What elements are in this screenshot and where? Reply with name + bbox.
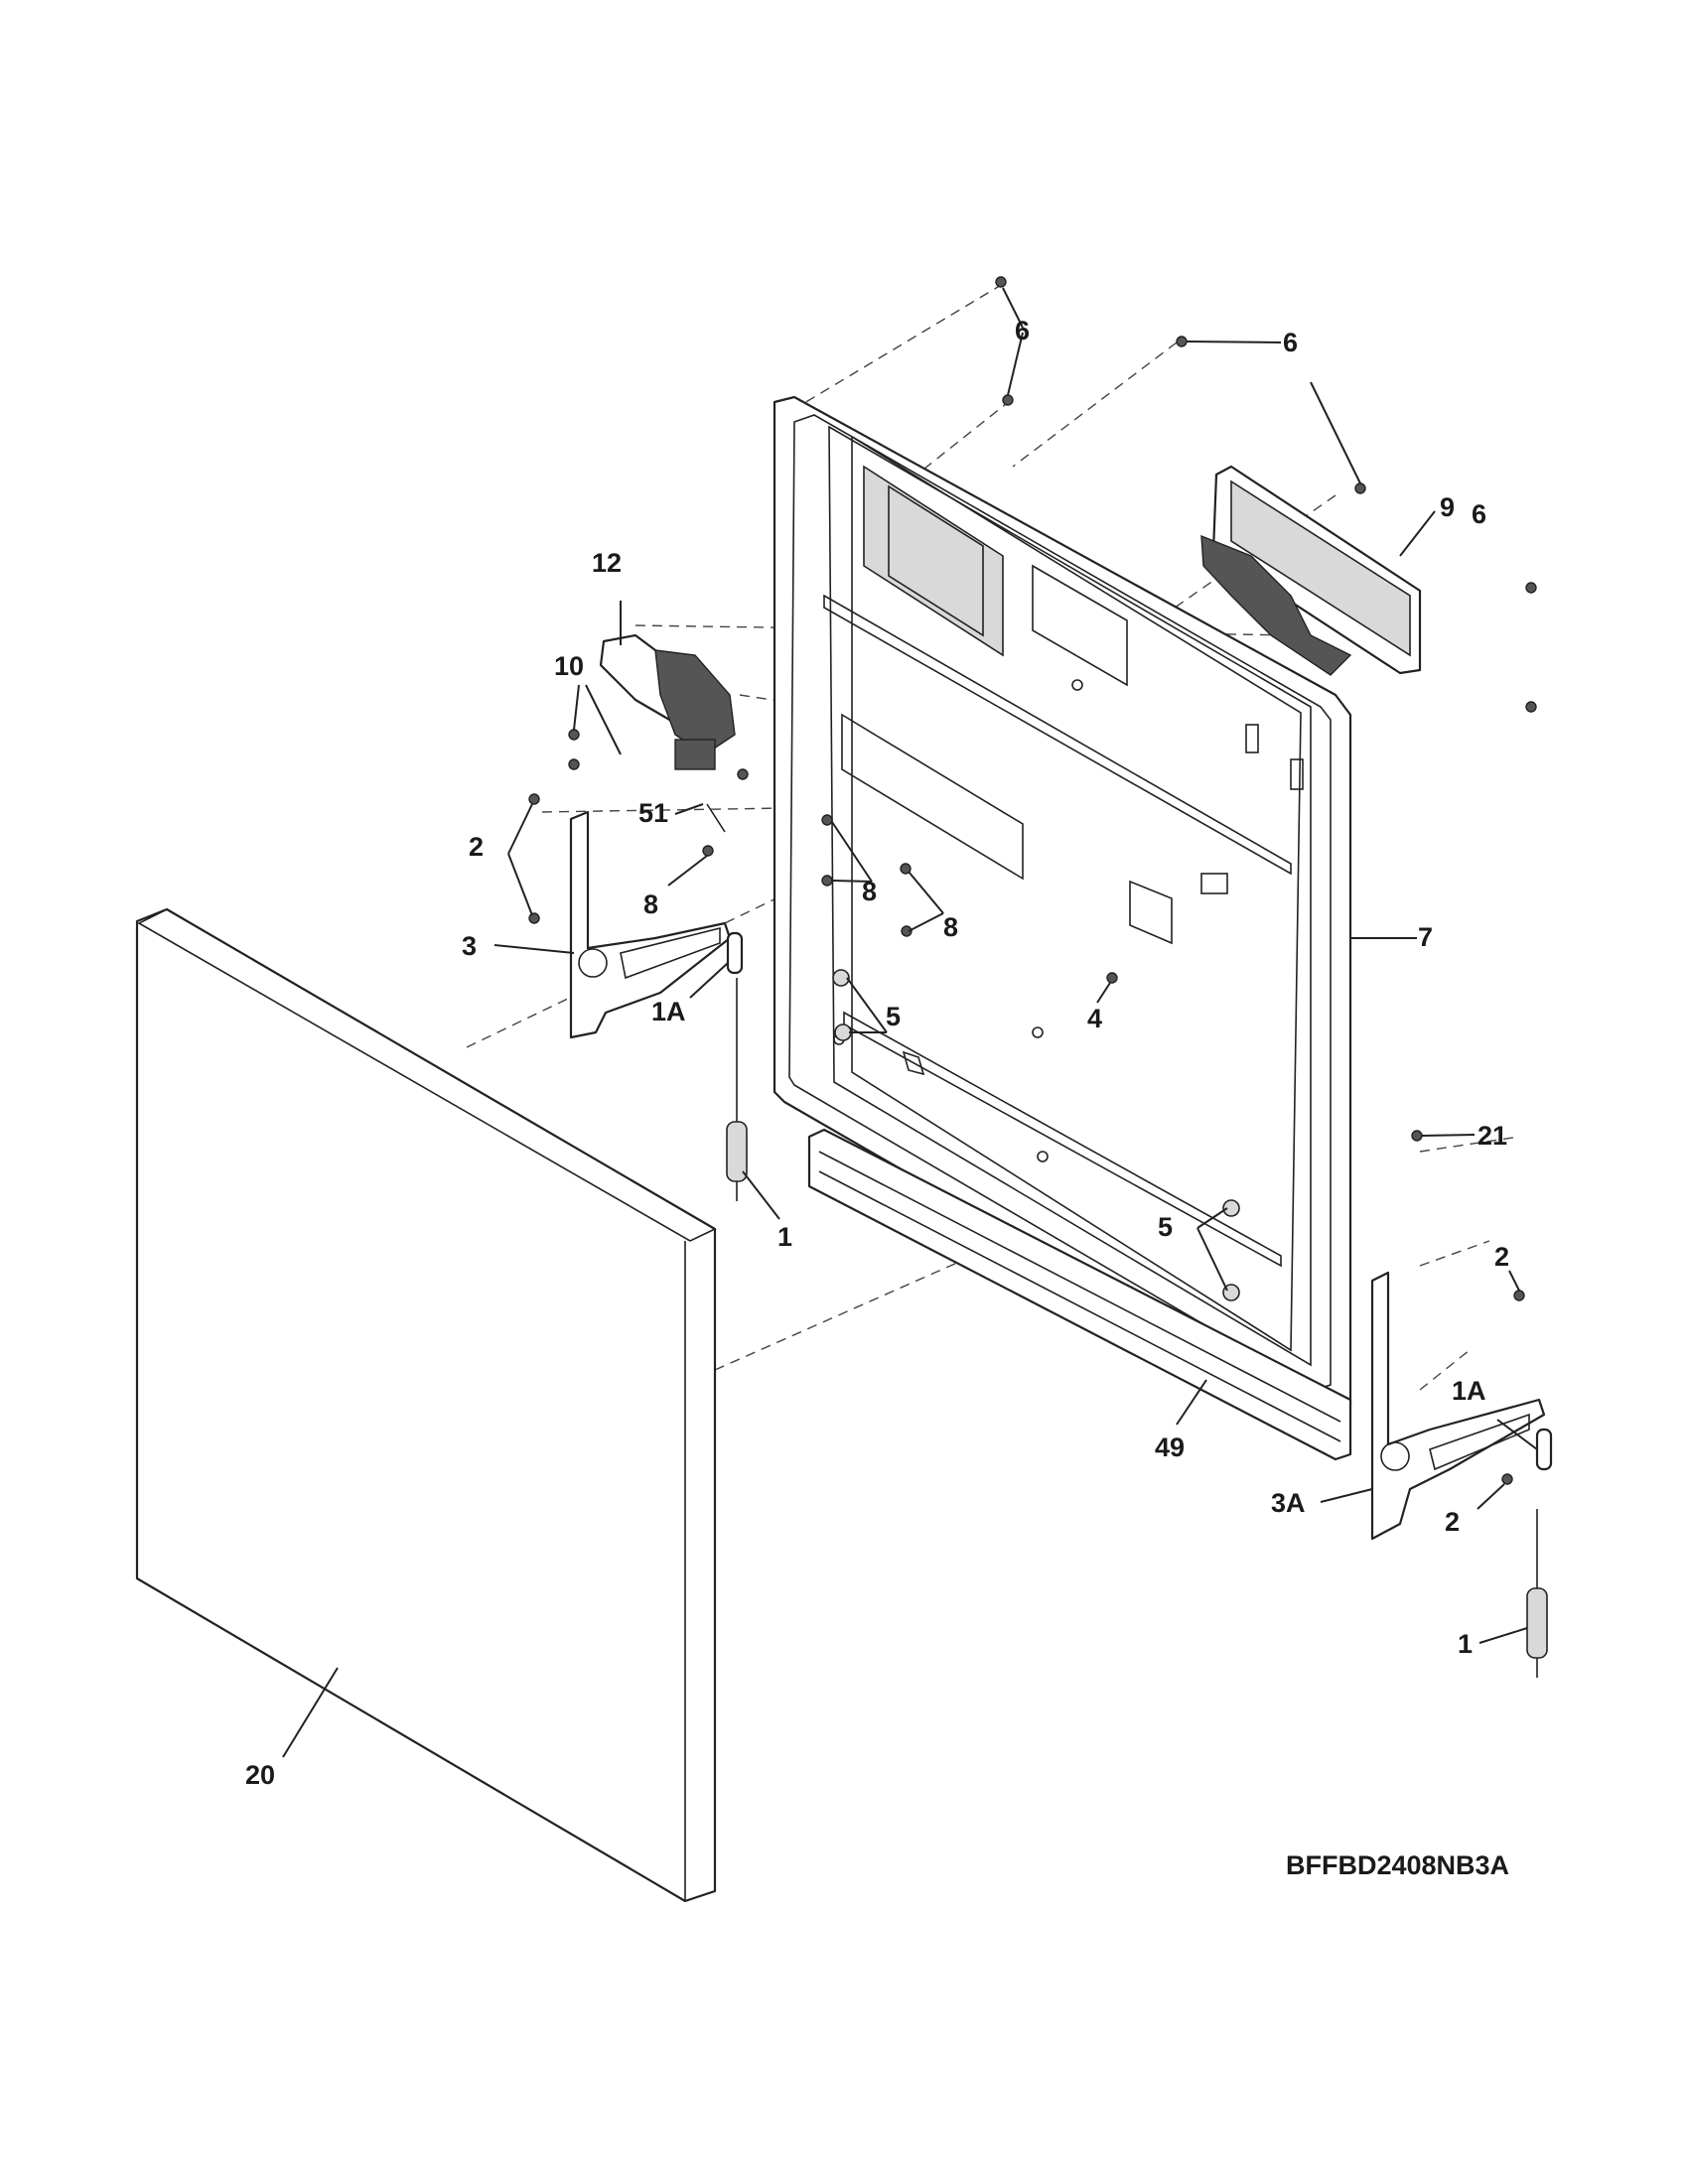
- callout-1-right: 1: [1458, 1629, 1473, 1659]
- callout-3a: 3A: [1271, 1488, 1306, 1518]
- outer-door-panel: [135, 907, 717, 1903]
- callout-4: 4: [1087, 1004, 1102, 1033]
- callout-1a-left: 1A: [651, 997, 686, 1026]
- callout-10: 10: [554, 651, 584, 681]
- hardware-screws: [528, 276, 1537, 1485]
- hinge-link-left: [726, 931, 744, 975]
- callout-1a-right: 1A: [1452, 1376, 1486, 1406]
- hinge-link-right: [1535, 1428, 1553, 1471]
- callout-6-right: 6: [1283, 328, 1298, 357]
- model-number: BFFBD2408NB3A: [1286, 1850, 1509, 1880]
- callout-2-right-top: 2: [1494, 1242, 1509, 1272]
- callout-labels: 6 6 6 9 12 10 51 2 8 8 8 3 1A 5 4 7 21 1…: [245, 316, 1509, 1790]
- callout-8-center: 8: [862, 877, 877, 906]
- callout-49: 49: [1155, 1433, 1185, 1462]
- callout-51: 51: [638, 798, 668, 828]
- callout-7: 7: [1418, 922, 1433, 952]
- door-latch: [599, 633, 736, 770]
- dispenser-opening: [1129, 880, 1173, 945]
- callout-1-left: 1: [777, 1222, 792, 1252]
- callout-20: 20: [245, 1760, 275, 1790]
- inner-door-panel: [773, 395, 1352, 1417]
- callout-21: 21: [1477, 1121, 1507, 1151]
- callout-8-right: 8: [943, 912, 958, 942]
- callout-leaders: [282, 287, 1538, 1758]
- detergent-cup-vent: [863, 465, 1004, 657]
- door-spring-right: [1526, 1509, 1548, 1678]
- callout-5-lower: 5: [1158, 1212, 1173, 1242]
- callout-2-left: 2: [469, 832, 484, 862]
- callout-6-far-right: 6: [1472, 499, 1486, 529]
- callout-5-upper: 5: [886, 1002, 901, 1031]
- bottom-trim-strip: [807, 1128, 1352, 1461]
- callout-3: 3: [462, 931, 477, 961]
- callout-6-top: 6: [1015, 316, 1030, 345]
- callout-9: 9: [1440, 492, 1455, 522]
- callout-12: 12: [592, 548, 622, 578]
- callout-8-left: 8: [643, 889, 658, 919]
- control-board: [1200, 465, 1422, 676]
- door-spring-left: [726, 978, 748, 1201]
- hinge-bracket-right: [1370, 1271, 1546, 1541]
- callout-2-right-bottom: 2: [1445, 1507, 1460, 1537]
